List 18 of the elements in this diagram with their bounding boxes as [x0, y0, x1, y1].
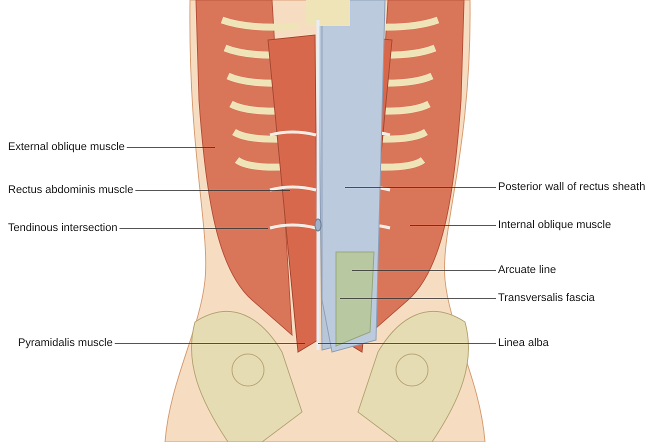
anatomy-label: Transversalis fascia: [498, 292, 595, 305]
anatomy-label: Posterior wall of rectus sheath: [498, 181, 646, 194]
anatomy-label: External oblique muscle: [8, 141, 125, 154]
anatomy-label: Pyramidalis muscle: [18, 337, 113, 350]
leader-line: [344, 187, 496, 188]
leader-line: [119, 228, 268, 229]
anatomy-label: Arcuate line: [498, 264, 556, 277]
anatomy-label: Internal oblique muscle: [498, 219, 612, 232]
anatomy-label: Tendinous intersection: [8, 222, 118, 235]
anatomy-label: Rectus abdominis muscle: [8, 184, 134, 197]
anatomy-label: Linea alba: [498, 337, 549, 350]
leader-line: [318, 343, 496, 344]
leader-line: [126, 147, 216, 148]
leader-line: [114, 343, 306, 344]
leader-line: [352, 270, 496, 271]
leader-line: [134, 190, 290, 191]
leader-line: [410, 225, 496, 226]
leader-line: [340, 298, 496, 299]
